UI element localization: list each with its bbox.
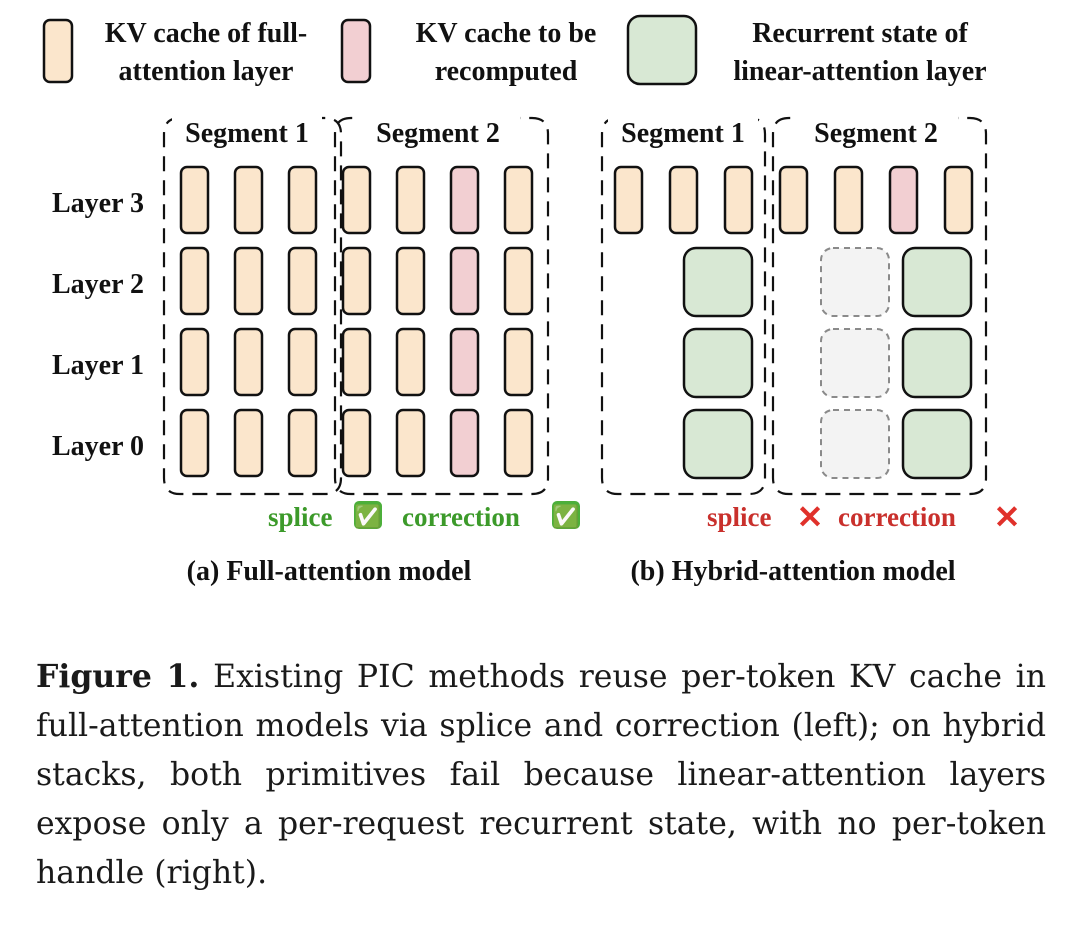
figure-diagram: KV cache of full- attention layer KV cac…	[42, 14, 1020, 587]
kv-cell	[233, 408, 264, 478]
recurrent-state-cell	[901, 246, 973, 318]
panel-full-attention: Segment 1 Segment 2	[162, 113, 580, 587]
recurrent-state-cell	[682, 246, 754, 318]
kv-cell	[395, 165, 426, 235]
kv-cell	[179, 327, 210, 397]
kv-cell	[233, 327, 264, 397]
kv-cell-recompute	[449, 246, 480, 316]
panel-b-subtitle: (b) Hybrid-attention model	[630, 556, 955, 587]
kv-cell	[723, 165, 754, 235]
kv-cell	[395, 327, 426, 397]
kv-cell	[341, 246, 372, 316]
legend-recurrent-swatch	[626, 14, 698, 86]
layer-label-1: Layer 1	[52, 350, 144, 381]
kv-cell	[503, 327, 534, 397]
missing-state-cell	[820, 247, 890, 317]
legend-recurrent-label-line1: Recurrent state of	[752, 18, 968, 49]
segment-2-label-bg	[796, 113, 958, 153]
kv-cell	[287, 246, 318, 316]
splice-status-label: splice	[707, 502, 772, 532]
segment-1-label-bg	[608, 113, 758, 153]
segment-2-outline	[333, 116, 550, 496]
kv-cell	[341, 165, 372, 235]
segment-2-label-bg	[358, 113, 520, 153]
panel-hybrid-attention: Segment 1 Segment 2 splic	[600, 113, 1020, 587]
right-cell-grid	[613, 165, 974, 480]
kv-cell	[503, 246, 534, 316]
kv-cell	[503, 165, 534, 235]
kv-cell	[287, 165, 318, 235]
legend-full-kv-label-line2: attention layer	[119, 56, 294, 87]
kv-cell	[778, 165, 809, 235]
recurrent-state-cell	[901, 408, 973, 480]
legend-full-kv-swatch	[42, 18, 74, 84]
check-icon: ✅	[354, 504, 381, 529]
segment-2-label: Segment 2	[376, 118, 500, 149]
missing-state-placeholders	[820, 247, 890, 479]
kv-cell-recompute	[449, 327, 480, 397]
kv-cell-recompute	[449, 165, 480, 235]
kv-cell	[233, 165, 264, 235]
recurrent-state-cell	[682, 327, 754, 399]
layer-label-3: Layer 3	[52, 188, 144, 219]
kv-cell	[341, 408, 372, 478]
kv-cell	[287, 327, 318, 397]
check-icon-bg	[552, 501, 580, 529]
kv-cell	[668, 165, 699, 235]
kv-cell	[233, 246, 264, 316]
legend-recurrent-label-line2: linear-attention layer	[733, 56, 986, 87]
kv-cell	[179, 165, 210, 235]
legend-recompute-label-line2: recomputed	[435, 56, 578, 87]
cross-icon: ✕	[994, 499, 1021, 535]
correction-status-label: correction	[838, 502, 956, 532]
legend-recompute-label-line1: KV cache to be	[416, 18, 597, 49]
kv-cell	[943, 165, 974, 235]
recurrent-state-cell	[901, 327, 973, 399]
segment-2-outline	[771, 116, 988, 496]
segment-2-label: Segment 2	[814, 118, 938, 149]
kv-cell	[179, 246, 210, 316]
kv-cell	[395, 408, 426, 478]
missing-state-cell	[820, 409, 890, 479]
correction-status-label: correction	[402, 502, 520, 532]
figure-caption-label: Figure 1.	[36, 658, 200, 695]
legend-full-kv-label-line1: KV cache of full-	[105, 18, 307, 49]
layer-label-0: Layer 0	[52, 431, 144, 462]
kv-cell	[287, 408, 318, 478]
check-icon-bg	[354, 501, 382, 529]
kv-cell-recompute	[449, 408, 480, 478]
kv-cell	[179, 408, 210, 478]
legend: KV cache of full- attention layer KV cac…	[42, 14, 987, 87]
kv-cell	[833, 165, 864, 235]
legend-recompute-swatch	[340, 18, 372, 84]
kv-cell	[613, 165, 644, 235]
layer-labels: Layer 3 Layer 2 Layer 1 Layer 0	[52, 188, 144, 462]
figure-caption-text: Existing PIC methods reuse per-token KV …	[36, 659, 1046, 891]
kv-cell	[341, 327, 372, 397]
kv-cell	[503, 408, 534, 478]
left-status: splice ✅ correction ✅	[268, 501, 580, 532]
panel-a-subtitle: (a) Full-attention model	[187, 556, 472, 587]
segment-1-outline	[162, 116, 343, 496]
missing-state-cell	[820, 328, 890, 398]
figure-caption: Figure 1. Existing PIC methods reuse per…	[36, 652, 1046, 898]
right-status: splice ✕ correction ✕	[707, 499, 1020, 535]
cross-icon: ✕	[797, 499, 824, 535]
kv-cell	[395, 246, 426, 316]
left-cell-grid	[179, 165, 534, 478]
recurrent-state-cell	[682, 408, 754, 480]
check-icon: ✅	[552, 504, 579, 529]
layer-label-2: Layer 2	[52, 269, 144, 300]
segment-1-label: Segment 1	[621, 118, 745, 149]
segment-1-label: Segment 1	[185, 118, 309, 149]
segment-1-label-bg	[172, 113, 322, 153]
kv-cell-recompute	[888, 165, 919, 235]
splice-status-label: splice	[268, 502, 333, 532]
